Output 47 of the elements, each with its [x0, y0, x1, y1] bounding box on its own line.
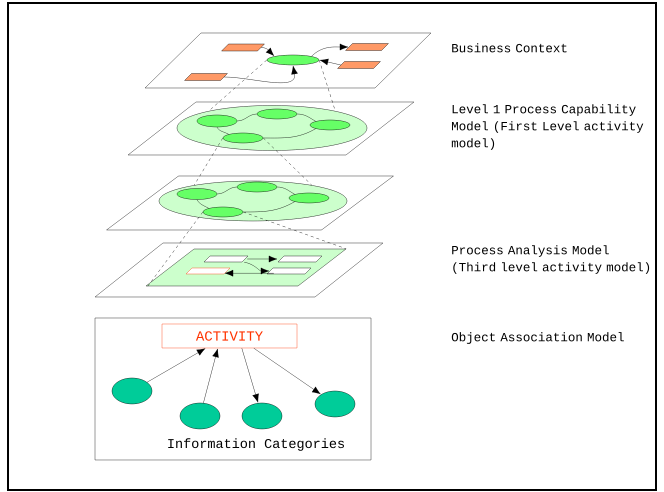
connector-line — [216, 127, 229, 135]
dashed-line — [194, 138, 223, 186]
arrow — [224, 66, 298, 83]
layer-label: Object Association Model — [452, 332, 624, 344]
process-blob — [266, 54, 320, 66]
process-blob — [256, 108, 298, 120]
process-blob — [176, 188, 218, 200]
process-blob — [202, 206, 244, 218]
connector-line — [196, 200, 209, 209]
arrow — [254, 348, 321, 394]
context-box — [184, 73, 228, 81]
dashed-line — [263, 138, 312, 186]
layer-label: Level 1 Process Capability Model (First Level activity model) — [452, 104, 644, 150]
connector-line — [263, 128, 316, 138]
arrow — [203, 348, 219, 404]
arrow — [146, 348, 206, 382]
arrow — [320, 58, 341, 66]
dashed-line — [319, 60, 336, 112]
context-box — [221, 44, 265, 52]
arrow — [224, 270, 274, 277]
dashed-line — [208, 60, 267, 112]
category-circle — [180, 402, 220, 430]
process-blob — [288, 192, 330, 204]
process-blob — [310, 120, 350, 130]
layer-label: Business Context — [452, 43, 567, 52]
context-box — [345, 43, 389, 51]
dashed-line — [243, 212, 346, 249]
process-blob — [222, 132, 264, 144]
connector-line — [243, 201, 295, 212]
arrow — [242, 348, 259, 402]
category-circle — [112, 378, 152, 404]
connector-line — [237, 114, 257, 122]
connector-line — [297, 114, 316, 122]
context-box — [337, 61, 381, 69]
category-circle — [242, 402, 282, 430]
connector-line — [277, 186, 295, 195]
process-blob — [236, 182, 278, 192]
arrow — [311, 44, 348, 57]
process-blob — [196, 114, 238, 128]
dashed-line — [148, 212, 203, 286]
category-circle — [314, 390, 356, 418]
arrow — [247, 256, 278, 262]
arrow — [261, 47, 274, 56]
connector-line — [217, 186, 237, 194]
arrow — [244, 262, 270, 274]
activity-box: ACTIVITY — [162, 324, 298, 348]
layer-label: Process Analysis Model (Third level activity model) — [452, 245, 650, 274]
